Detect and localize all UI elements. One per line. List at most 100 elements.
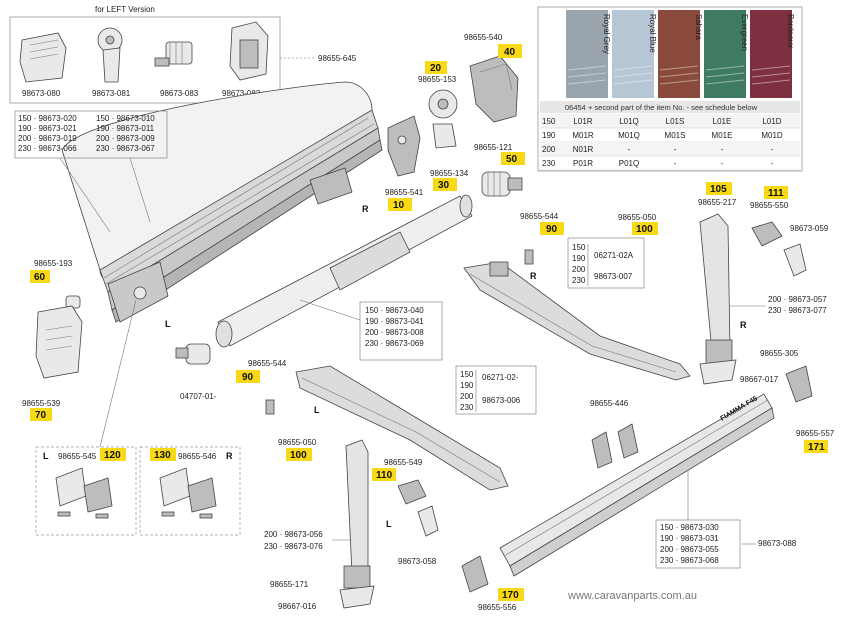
code-line: 200 · 98673-008 bbox=[365, 328, 424, 337]
spring-98655-544-left bbox=[265, 399, 275, 415]
bracket-kit-98655-545 bbox=[55, 467, 113, 519]
left-leg bbox=[339, 439, 375, 609]
fabric-row-code: L01S bbox=[666, 117, 685, 126]
part-label-98655-121: 98655-121 bbox=[474, 143, 513, 152]
part-label-98655-540: 98655-540 bbox=[464, 33, 503, 42]
part-label-98673-080: 98673-080 bbox=[22, 89, 61, 98]
code-line: 230 · 98673-067 bbox=[96, 144, 155, 153]
fabric-stripe bbox=[567, 65, 607, 71]
code-line: 200 · 98673-057 bbox=[768, 295, 827, 304]
fabric-swatch-label: Royal Blue bbox=[648, 14, 657, 53]
part-label-98655-217: 98655-217 bbox=[698, 198, 737, 207]
left-version-part-2 bbox=[97, 27, 123, 83]
end-plug-04707-01 bbox=[175, 343, 211, 365]
plug-98655-193 bbox=[65, 295, 81, 309]
fabric-row-size: 200 bbox=[542, 145, 556, 154]
fabric-stripe bbox=[659, 79, 699, 85]
code-line: 200 · 98673-009 bbox=[96, 134, 155, 143]
rafter-bracket-98655-557 bbox=[785, 365, 813, 403]
code-line: 230 · 98673-068 bbox=[660, 556, 719, 565]
spring-98655-544-right bbox=[524, 249, 534, 265]
badge-100-right-text: 100 bbox=[636, 224, 653, 235]
side-letter-r: R bbox=[740, 320, 747, 330]
end-caps-98655-446 bbox=[591, 423, 639, 469]
size-line: 150 bbox=[460, 370, 474, 379]
badge-20 bbox=[425, 61, 447, 74]
part-label-98655-539: 98655-539 bbox=[22, 399, 61, 408]
fabric-stripe bbox=[567, 79, 607, 85]
fabric-row-code: M01R bbox=[572, 131, 594, 140]
badge-105-text: 105 bbox=[710, 184, 727, 195]
part-label-98655-545: 98655-545 bbox=[58, 452, 97, 461]
fabric-row-code: M01D bbox=[761, 131, 783, 140]
badge-130-text: 130 bbox=[154, 450, 171, 461]
fabric-stripe bbox=[751, 65, 791, 71]
bracket-kit-right-box bbox=[139, 446, 241, 536]
fabric-swatch-label: Bordeaux bbox=[786, 14, 795, 48]
part-label-98667-016: 98667-016 bbox=[278, 602, 317, 611]
code-line: 200 · 98673-056 bbox=[264, 530, 323, 539]
code-line: 190 · 98673-011 bbox=[96, 124, 155, 133]
part-label-98655-541: 98655-541 bbox=[385, 188, 424, 197]
fabric-stripe bbox=[705, 72, 745, 78]
badge-40 bbox=[498, 44, 522, 58]
fabric-swatch bbox=[704, 10, 746, 98]
part-label-98655-446: 98655-446 bbox=[590, 399, 629, 408]
end-cap-cover-98655-540 bbox=[469, 55, 519, 123]
fabric-stripe bbox=[659, 72, 699, 78]
fabric-row-code: - bbox=[771, 159, 774, 168]
fabric-swatch bbox=[566, 10, 608, 98]
website-watermark: www.caravanparts.com.au bbox=[567, 590, 697, 602]
code-line: 98673-006 bbox=[482, 396, 521, 405]
fabric-row-bg bbox=[540, 114, 800, 128]
bracket-98673-058 bbox=[417, 505, 439, 537]
fabric-swatch bbox=[658, 10, 700, 98]
end-plug-98655-121 bbox=[481, 171, 523, 197]
clip-98655-550 bbox=[751, 221, 783, 247]
part-label-98655-557: 98655-557 bbox=[796, 429, 835, 438]
fabric-row-code: P01R bbox=[573, 159, 593, 168]
fabric-row-code: M01S bbox=[665, 131, 686, 140]
badge-90-left-text: 90 bbox=[242, 372, 254, 383]
badge-170 bbox=[498, 588, 524, 601]
fabric-table-box bbox=[537, 6, 803, 172]
part-label-98655-556: 98655-556 bbox=[478, 603, 517, 612]
rafter-bracket-98655-556 bbox=[461, 555, 489, 593]
fabric-stripe bbox=[705, 65, 745, 71]
code-line: 150 · 98673-010 bbox=[96, 114, 155, 123]
fabric-stripe bbox=[613, 72, 653, 78]
badge-70 bbox=[30, 408, 52, 421]
badge-111-text: 111 bbox=[768, 188, 784, 199]
code-line: 98673-007 bbox=[594, 272, 633, 281]
code-line: 190 · 98673-041 bbox=[365, 317, 424, 326]
code-line: 150 · 98673-020 bbox=[18, 114, 77, 123]
cassette-motor-housing bbox=[309, 167, 353, 205]
side-letter-r: R bbox=[226, 451, 233, 461]
bracket-98673-059 bbox=[783, 243, 807, 277]
badge-40-text: 40 bbox=[504, 47, 516, 58]
code-line: 230 · 98673-066 bbox=[18, 144, 77, 153]
fabric-stripe bbox=[751, 72, 791, 78]
bracket-kit-left-box bbox=[35, 446, 137, 536]
side-letter-l: L bbox=[314, 405, 320, 415]
badge-171 bbox=[804, 440, 828, 453]
part-label-98655-153: 98655-153 bbox=[418, 75, 457, 84]
spring-gear-98655-153 bbox=[428, 89, 458, 149]
fabric-stripe bbox=[567, 72, 607, 78]
bracket-kit-98655-546 bbox=[159, 467, 217, 519]
side-letter-r: R bbox=[530, 271, 537, 281]
part-label-98667-017: 98667-017 bbox=[740, 375, 779, 384]
fabric-stripe bbox=[659, 65, 699, 71]
fabric-row-bg bbox=[540, 142, 800, 156]
code-line: 150 · 98673-040 bbox=[365, 306, 424, 315]
fabric-swatch-label: Evergreen bbox=[740, 14, 749, 51]
right-arm-codes-box bbox=[567, 237, 645, 289]
part-label-04707-01: 04707-01- bbox=[180, 392, 217, 401]
left-version-title: for LEFT Version bbox=[95, 5, 155, 14]
code-line: 200 · 98673-019 bbox=[18, 134, 77, 143]
fabric-row-code: - bbox=[771, 145, 774, 154]
fabric-row-code: L01E bbox=[713, 117, 732, 126]
fabric-row-code: - bbox=[721, 159, 724, 168]
